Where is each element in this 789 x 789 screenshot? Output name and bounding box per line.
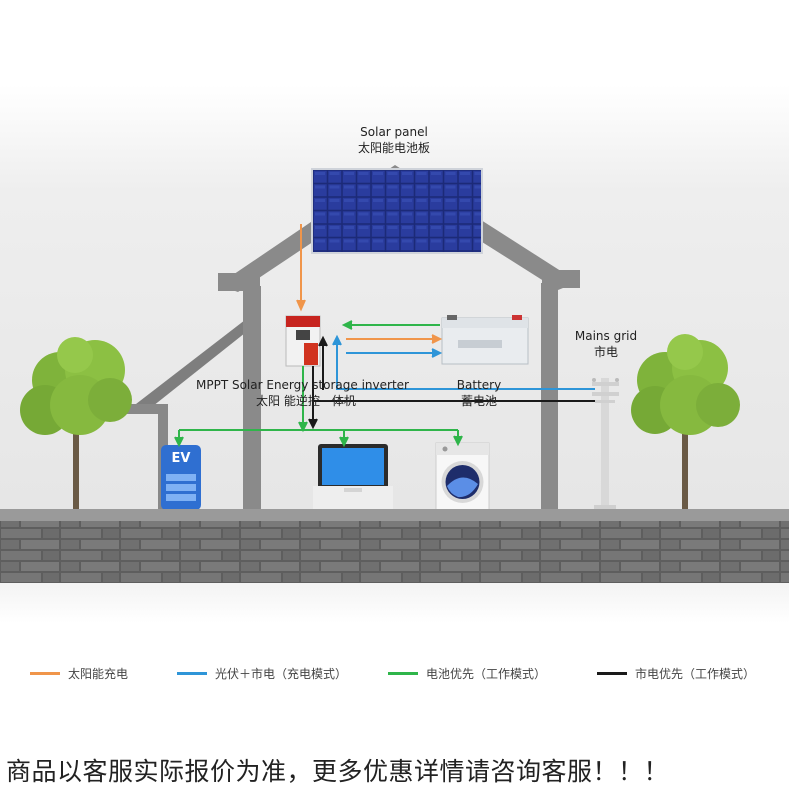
ev-label: EV xyxy=(171,451,191,466)
washing-machine-graphic xyxy=(435,442,490,511)
legend-swatch-solar-charge xyxy=(30,671,60,675)
legend-label-solar-charge: 太阳能充电 xyxy=(68,666,129,681)
legend: 太阳能充电 光伏＋市电（充电模式） 电池优先（工作模式） 市电优先（工作模式） xyxy=(0,663,789,683)
legend-item-pv-plus-grid: 光伏＋市电（充电模式） xyxy=(177,663,347,683)
footer-notice: 商品以客服实际报价为准，更多优惠详情请咨询客服！！！ xyxy=(6,757,670,786)
tree-right xyxy=(631,334,740,510)
solar-panel-label-cn: 太阳能电池板 xyxy=(357,141,430,155)
legend-label-battery-priority: 电池优先（工作模式） xyxy=(426,666,547,681)
inverter-graphic xyxy=(285,315,321,367)
annex-ledge xyxy=(120,404,168,414)
background-wall xyxy=(0,85,789,510)
mains-grid-label-en: Mains grid xyxy=(574,329,638,343)
house-wall-right xyxy=(541,283,558,510)
annex-roof xyxy=(136,320,245,410)
ev-charger-graphic xyxy=(161,445,201,510)
legend-item-solar-charge: 太阳能充电 xyxy=(30,663,128,683)
flow-grid-priority xyxy=(308,335,595,430)
legend-item-battery-priority: 电池优先（工作模式） xyxy=(388,663,546,683)
battery-graphic xyxy=(441,315,529,365)
brick-wall xyxy=(0,521,789,583)
legend-item-grid-priority: 市电优先（工作模式） xyxy=(597,663,755,683)
tree-left xyxy=(20,337,132,510)
flow-solar-charge xyxy=(296,224,443,344)
ground-ledge xyxy=(0,509,789,521)
legend-swatch-battery-priority xyxy=(388,671,418,675)
floor-reflection xyxy=(0,583,789,623)
battery-label-cn: 蓄电池 xyxy=(460,394,497,408)
inverter-label-cn: 太阳 能逆控一体机 xyxy=(256,394,356,408)
legend-label-grid-priority: 市电优先（工作模式） xyxy=(635,666,756,681)
house-wall-left xyxy=(243,286,261,510)
utility-pole-graphic xyxy=(592,378,619,510)
mains-grid-label-cn: 市电 xyxy=(593,345,618,359)
solar-panel-graphic xyxy=(311,168,483,254)
legend-label-pv-plus-grid: 光伏＋市电（充电模式） xyxy=(215,666,348,681)
battery-label-en: Battery xyxy=(456,378,502,392)
inverter-label-en: MPPT Solar Energy storage inverter xyxy=(196,378,409,392)
flow-pv-plus-grid xyxy=(332,334,595,390)
laptop-graphic xyxy=(313,444,393,510)
solar-panel-label-en: Solar panel xyxy=(360,125,428,139)
flow-battery-discharge xyxy=(174,320,463,448)
legend-swatch-pv-plus-grid xyxy=(177,671,207,675)
legend-swatch-grid-priority xyxy=(597,671,627,675)
